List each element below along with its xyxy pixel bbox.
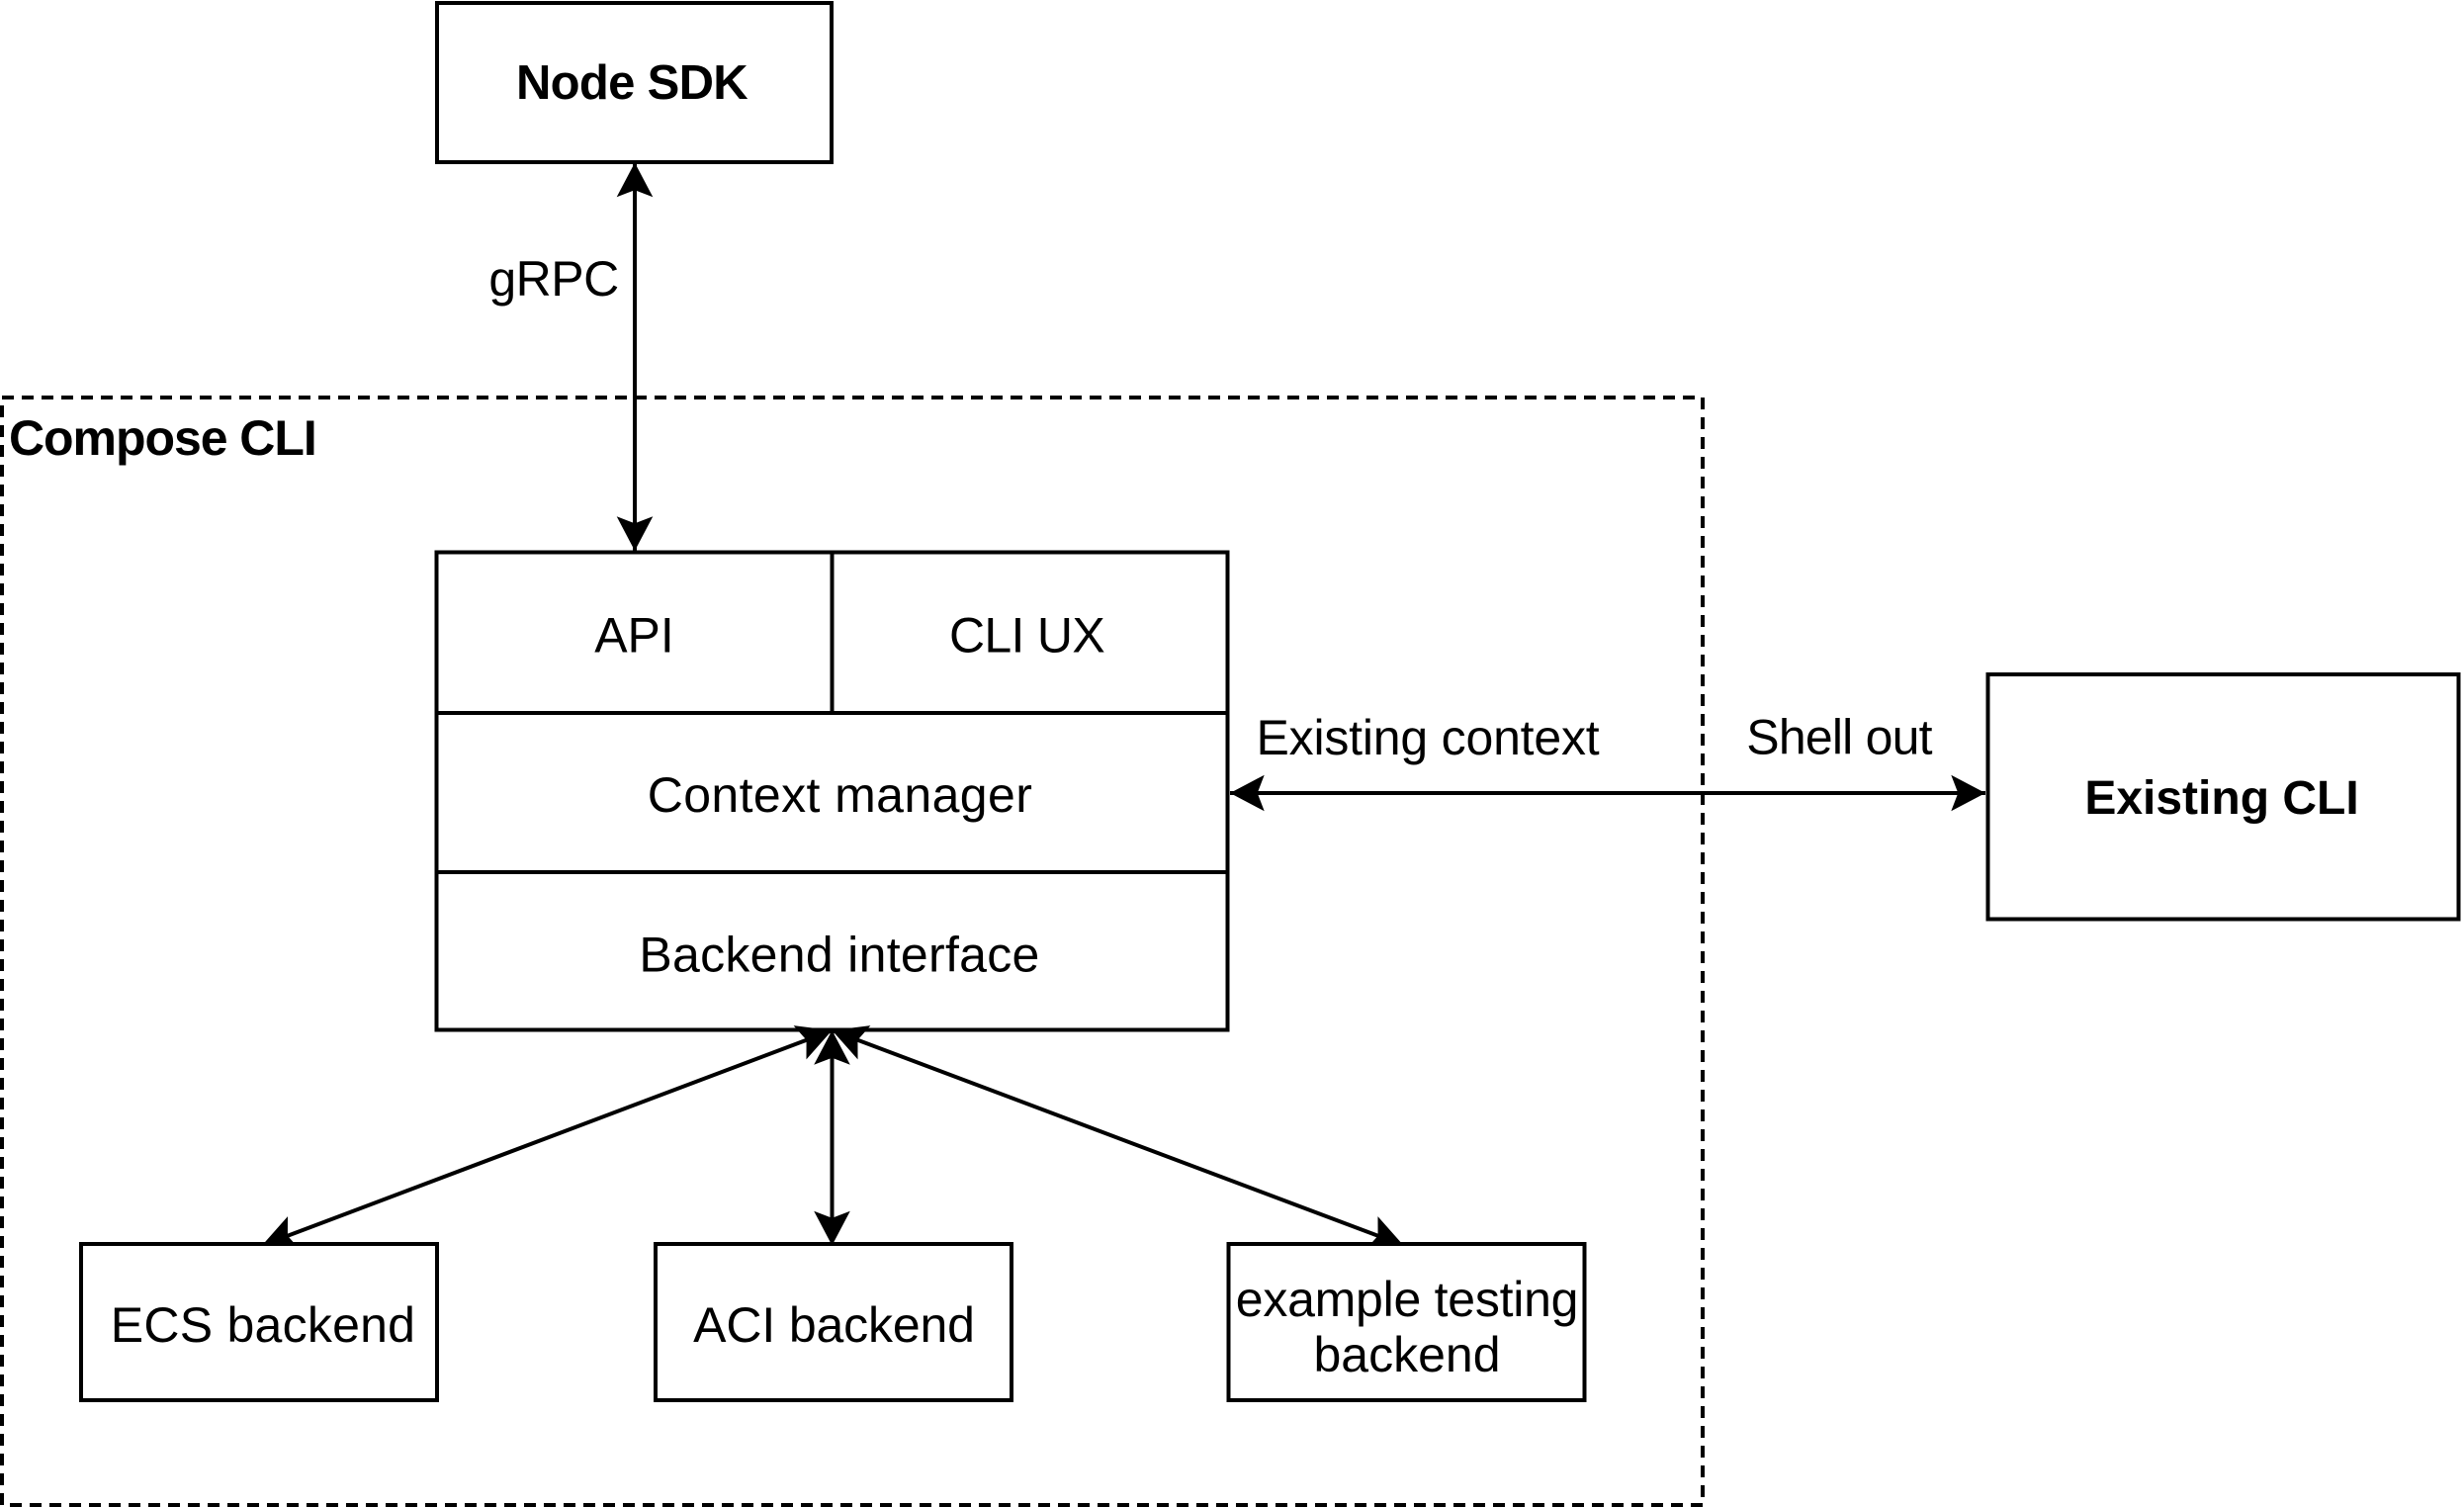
svg-text:ACI backend: ACI backend bbox=[693, 1297, 975, 1353]
svg-text:Existing CLI: Existing CLI bbox=[2084, 772, 2358, 825]
svg-text:Existing context: Existing context bbox=[1257, 710, 1600, 765]
svg-text:Node SDK: Node SDK bbox=[516, 56, 748, 110]
svg-text:API: API bbox=[594, 608, 674, 664]
svg-text:example testing: example testing bbox=[1236, 1272, 1578, 1327]
svg-text:ECS backend: ECS backend bbox=[111, 1297, 416, 1353]
svg-text:Backend interface: Backend interface bbox=[639, 928, 1039, 983]
svg-text:Shell out: Shell out bbox=[1746, 710, 1932, 765]
svg-text:Compose CLI: Compose CLI bbox=[9, 410, 316, 466]
svg-text:gRPC: gRPC bbox=[488, 251, 618, 307]
svg-text:CLI UX: CLI UX bbox=[949, 608, 1104, 664]
svg-text:backend: backend bbox=[1313, 1327, 1500, 1382]
svg-text:Context manager: Context manager bbox=[648, 767, 1033, 823]
